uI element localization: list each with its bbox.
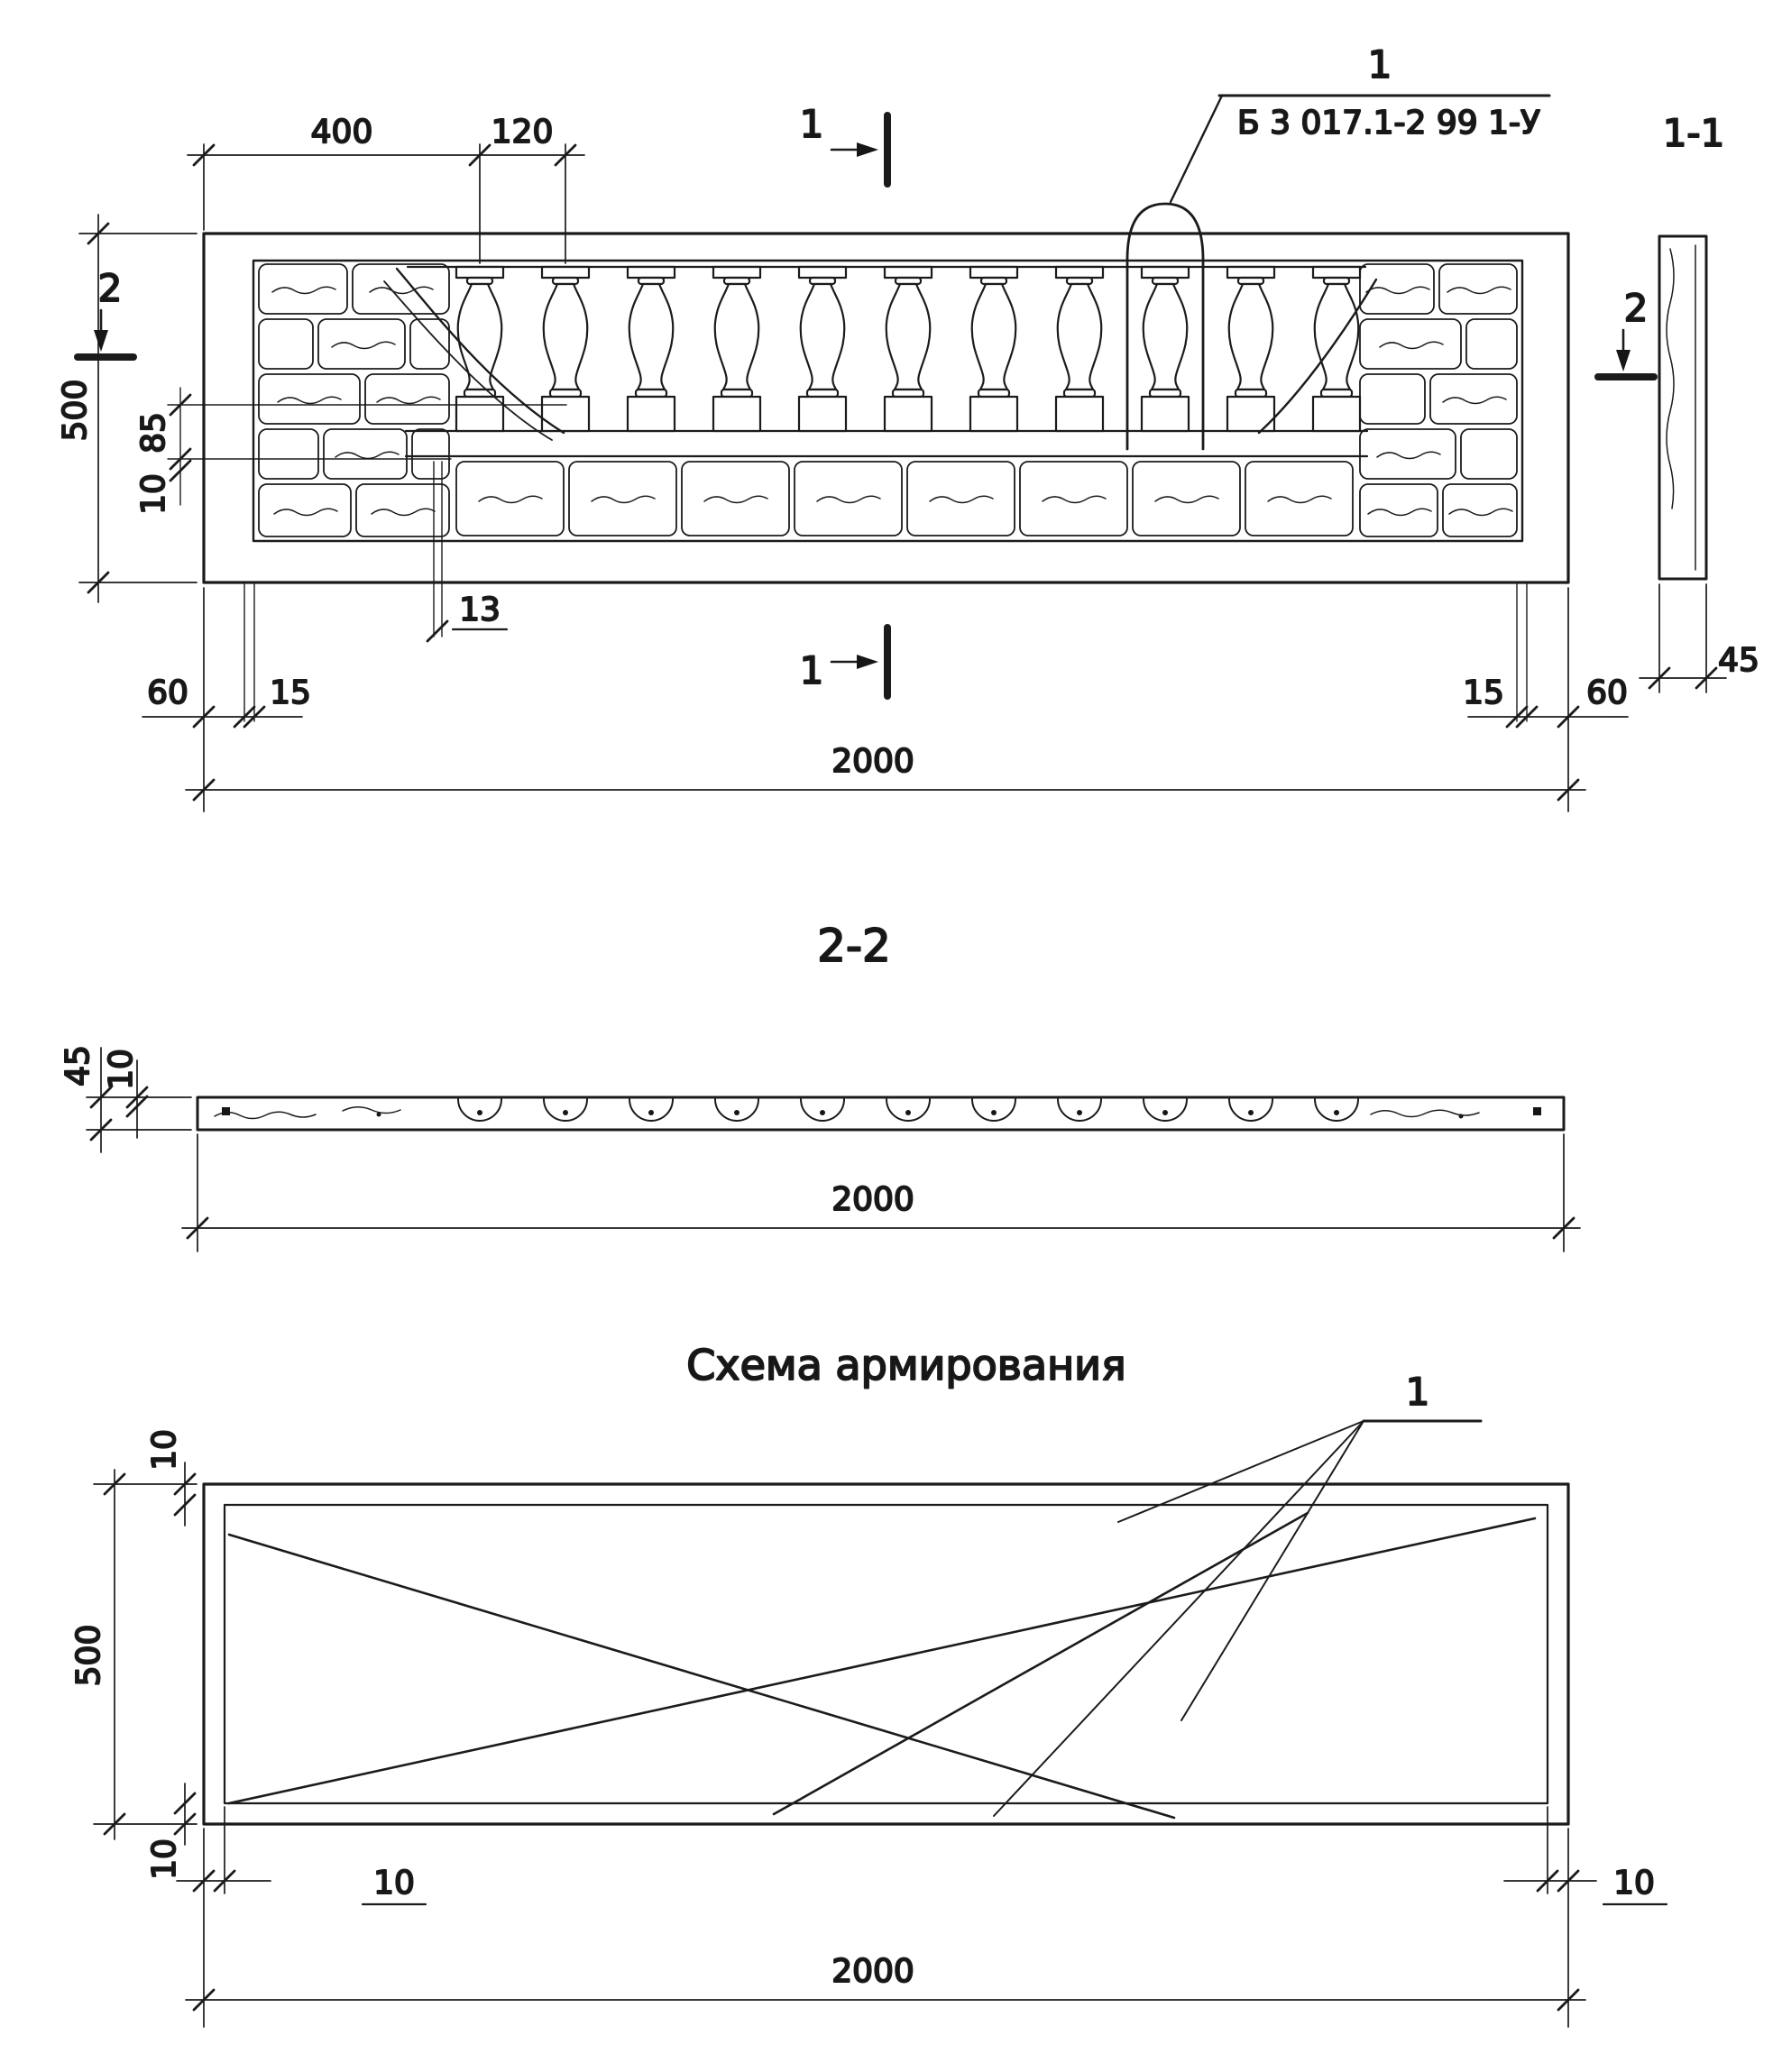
section-mark-1-top (830, 112, 891, 188)
section-mark-2-right (1594, 328, 1658, 380)
reinforcement-callout-leaders (993, 1419, 1483, 1817)
dim-500-reinforcement: 500 (70, 1625, 107, 1687)
callout-1 (1125, 94, 1551, 451)
ramp-curve-right (1257, 278, 1378, 435)
panel-outline (202, 232, 1570, 584)
dim-15-right: 15 (1463, 674, 1504, 711)
reinforcement-title: Схема армирования (686, 1341, 1125, 1389)
section-mark-1-bottom-label: 1 (800, 648, 824, 692)
section-mark-1-bottom (830, 624, 891, 700)
masonry-left (258, 263, 450, 537)
section-1-1-outline (1658, 234, 1708, 581)
reinforcement-frame (223, 1503, 1549, 1805)
dim-2000-reinforcement: 2000 (831, 1953, 914, 1990)
dim-10-bottom-left: 10 (146, 1838, 183, 1880)
masonry-bottom-course (455, 461, 1354, 536)
section-2-2-view (86, 1047, 1581, 1252)
arrow-right-icon (857, 142, 878, 157)
section-2-2-title: 2-2 (817, 920, 891, 972)
dim-120: 120 (491, 114, 554, 151)
balusters (455, 265, 1362, 433)
arrow-right-icon (857, 655, 878, 669)
section-2-2-outline (196, 1096, 1566, 1132)
dim-10-section-2-2: 10 (103, 1049, 140, 1090)
dim-500: 500 (57, 380, 94, 442)
reinforcement-outline (202, 1482, 1570, 1826)
reinforcement-scheme (93, 1419, 1668, 2028)
ramp-curve-left (395, 267, 565, 435)
dim-10-right-offset: 10 (1613, 1865, 1655, 1902)
dim-15-left: 15 (270, 674, 311, 711)
masonry-right (1359, 263, 1518, 537)
reinforcement-callout-number: 1 (1406, 1370, 1430, 1414)
dim-2000-main: 2000 (831, 743, 914, 780)
section-mark-1-top-label: 1 (800, 102, 824, 146)
section-2-2-dimensions (86, 1047, 1581, 1252)
dim-10-left-offset: 10 (373, 1865, 415, 1902)
main-elevation (202, 232, 1570, 584)
dim-13: 13 (459, 591, 501, 628)
callout-balloon (1125, 202, 1205, 451)
baluster-cross-sections (457, 1098, 1359, 1122)
callout-number: 1 (1368, 42, 1392, 87)
dim-85: 85 (135, 412, 172, 454)
arrow-down-icon (1616, 350, 1631, 371)
section-1-1-title: 1-1 (1663, 111, 1725, 155)
dim-10-top-left: 10 (146, 1429, 183, 1471)
main-view-dimensions (78, 143, 1629, 812)
section-1-1-view (1639, 234, 1727, 693)
section-mark-2-left-label: 2 (98, 266, 123, 310)
callout-label: Б 3 017.1-2 99 1-У (1237, 105, 1540, 142)
dim-60-left: 60 (147, 674, 188, 711)
panel-inner-border (252, 259, 1524, 543)
dim-400: 400 (311, 114, 373, 151)
section-mark-2-right-label: 2 (1624, 286, 1649, 330)
section-mark-2-left (74, 308, 137, 361)
arrow-down-icon (94, 330, 108, 352)
dim-2000-section-2-2: 2000 (831, 1181, 914, 1218)
reinforcement-dimensions (93, 1462, 1668, 2028)
reinforcement-bars (227, 1511, 1537, 1820)
dim-45-section-2-2: 45 (60, 1045, 96, 1086)
dim-60-right: 60 (1586, 674, 1628, 711)
dim-10: 10 (135, 473, 172, 515)
dim-45-section-1-1: 45 (1718, 642, 1759, 679)
ramp-curve-left-2 (383, 280, 553, 441)
labels: 400 120 1 1 2 2 1 Б 3 017.1-2 99 1-У 500… (56, 41, 1760, 1991)
